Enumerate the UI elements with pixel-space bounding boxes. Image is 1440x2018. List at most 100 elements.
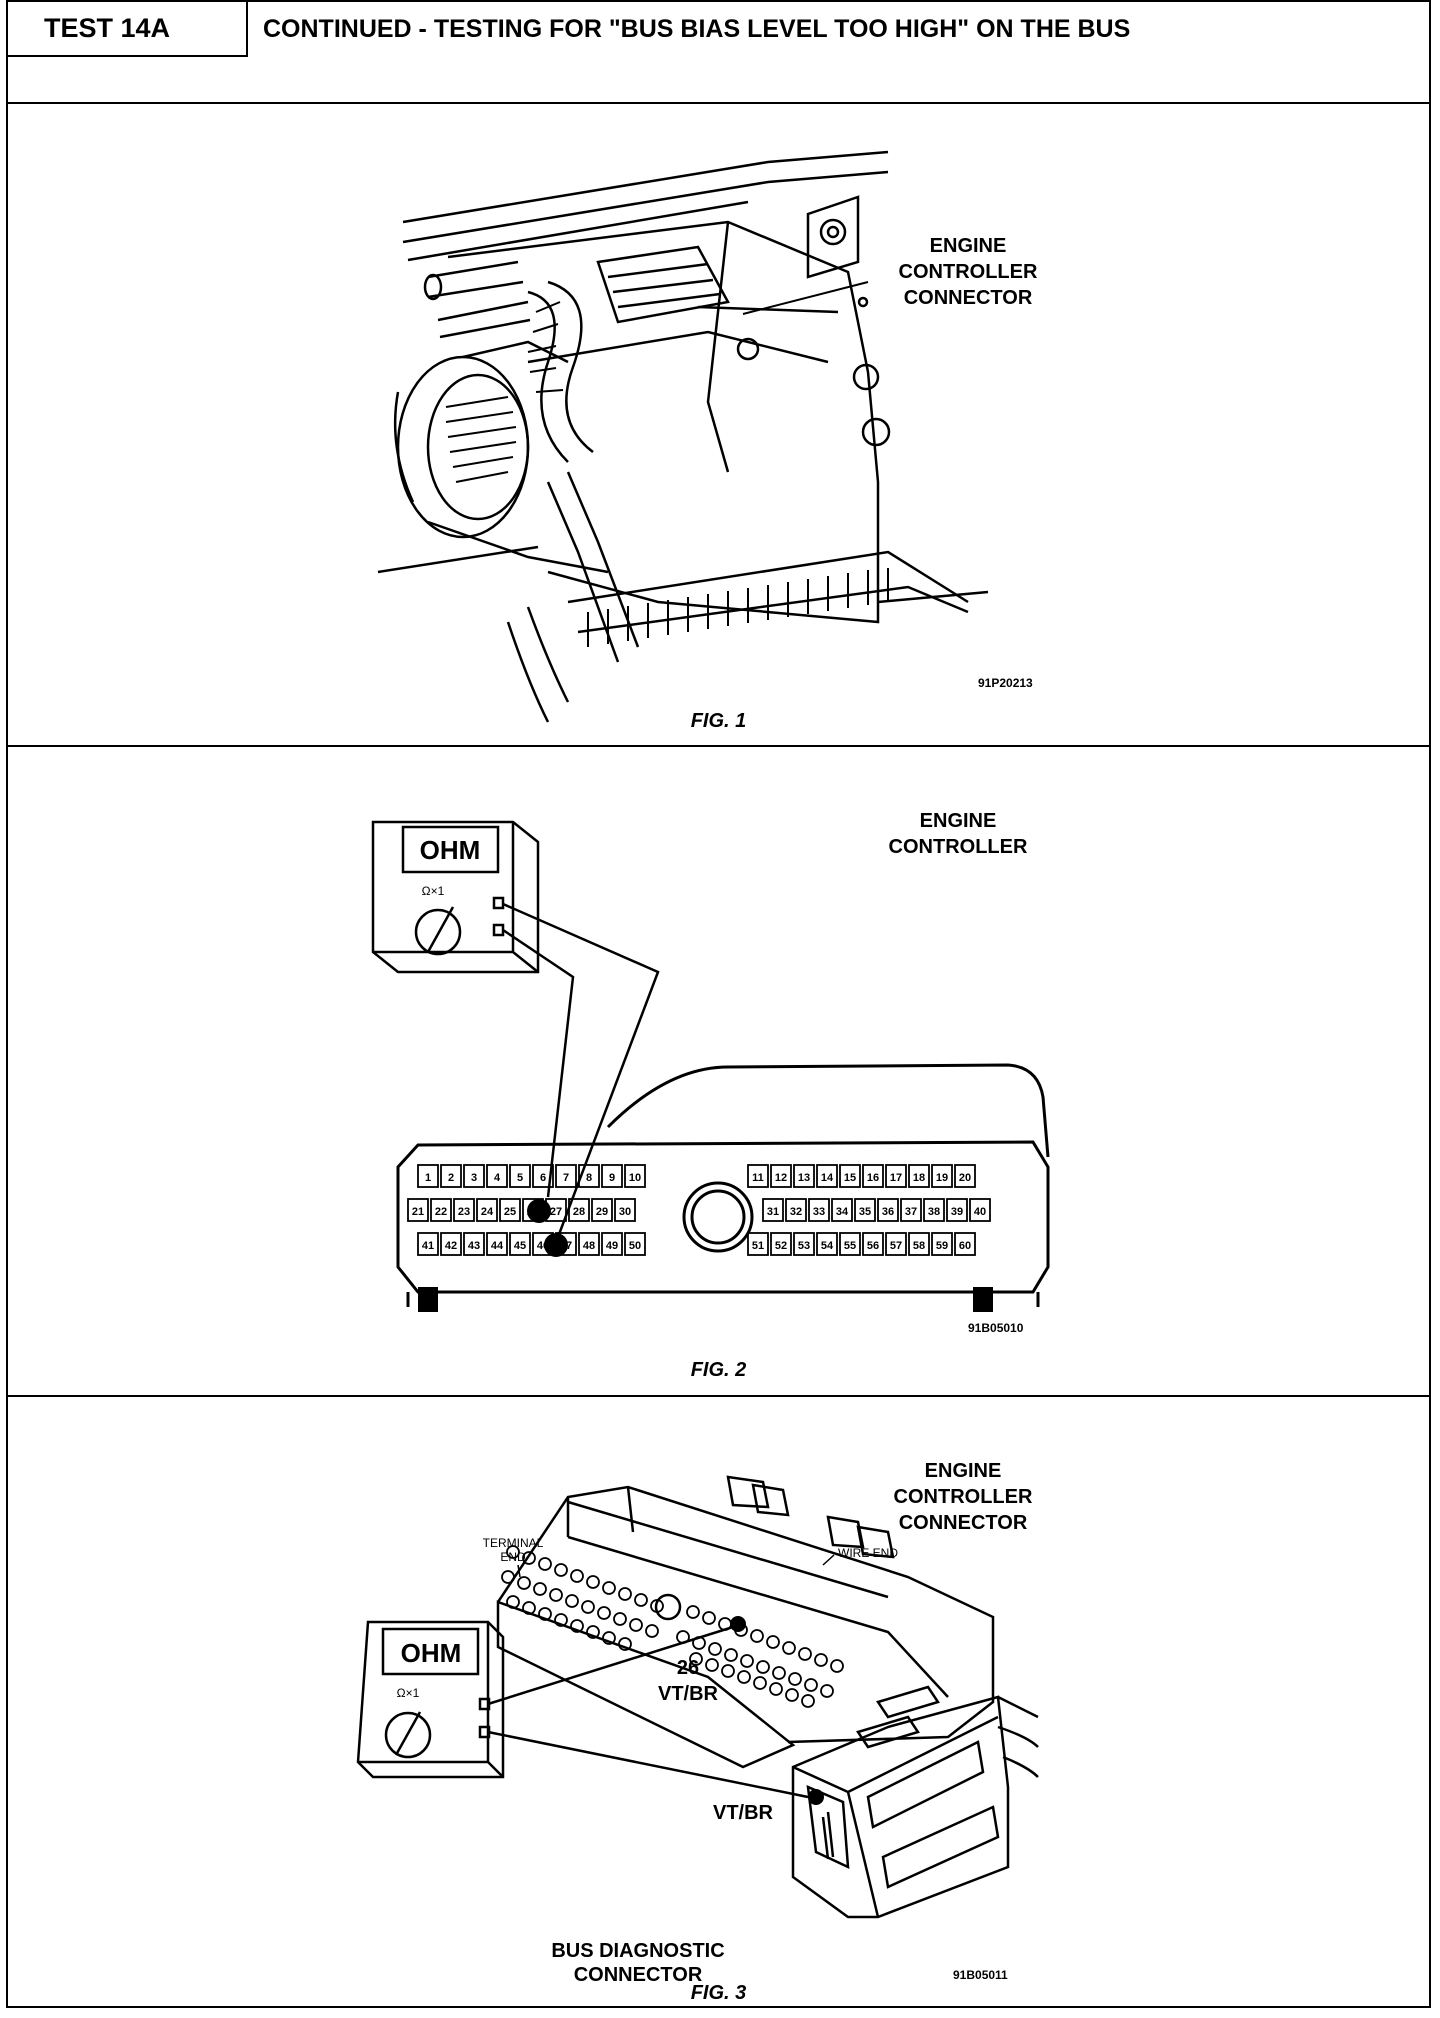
pin-number: 16 [867, 1172, 879, 1184]
pin-number: 10 [629, 1172, 641, 1184]
connector-pin [581, 1600, 595, 1614]
pin-number: 19 [936, 1172, 948, 1184]
figure-1-panel: ENGINE CONTROLLER CONNECTOR 91P20213 FIG… [8, 102, 1429, 747]
pin-number: 40 [974, 1206, 986, 1218]
pin-number: 14 [821, 1172, 834, 1184]
fig3-callout-line3: CONNECTOR [899, 1512, 1028, 1534]
pin-box [785, 1198, 807, 1222]
pin-box [532, 1164, 554, 1188]
connector-pin [686, 1605, 700, 1619]
pin-number: 17 [890, 1172, 902, 1184]
fig1-callout-line1: ENGINE [930, 235, 1007, 257]
pin-number: 4 [494, 1172, 501, 1184]
pin-box [555, 1164, 577, 1188]
connector-pin [820, 1684, 834, 1698]
pin-number: 55 [844, 1240, 856, 1252]
pin-box [931, 1164, 953, 1188]
pin-box [770, 1232, 792, 1256]
fig2-callout-line2: CONTROLLER [889, 836, 1028, 858]
terminal-end-label-line2: END [500, 1550, 526, 1564]
pin-number: 45 [514, 1240, 526, 1252]
fig3-code: 91B05011 [953, 1968, 1008, 1982]
pin-box [808, 1198, 830, 1222]
pin-number: 42 [445, 1240, 457, 1252]
connector-pin [549, 1588, 563, 1602]
pin-number: 7 [563, 1172, 569, 1184]
connector-pin [586, 1625, 600, 1639]
pin-number: 43 [468, 1240, 480, 1252]
connector-pin [570, 1619, 584, 1633]
connector-pin [740, 1654, 754, 1668]
pin-box [614, 1198, 636, 1222]
pin-box [509, 1232, 531, 1256]
connector-pin [629, 1618, 643, 1632]
diag-label-line2: CONNECTOR [574, 1964, 703, 1986]
pin-number: 56 [867, 1240, 879, 1252]
pin-number: 54 [821, 1240, 834, 1252]
fig3-meter-range: Ω×1 [397, 1686, 420, 1700]
engine-bay-illustration: ENGINE CONTROLLER CONNECTOR 91P20213 [377, 150, 1038, 723]
figure-3-panel: TERMINAL END WIRE END ENGINE CONTROLLER … [8, 1397, 1429, 2010]
connector-pin [750, 1629, 764, 1643]
connector-pin [801, 1694, 815, 1708]
connector-pin [830, 1659, 844, 1673]
pin-box [430, 1198, 452, 1222]
pin-box [908, 1232, 930, 1256]
page-header: TEST 14A CONTINUED - TESTING FOR "BUS BI… [8, 2, 1429, 104]
fig2-meter-range: Ω×1 [422, 884, 445, 898]
pin-26-number: 26 [677, 1657, 699, 1679]
connector-pin [753, 1676, 767, 1690]
diag-label-line1: BUS DIAGNOSTIC [551, 1940, 724, 1962]
wire-end-label: WIRE END [838, 1546, 898, 1560]
fig1-callout-line3: CONNECTOR [904, 287, 1033, 309]
pin-number: 28 [573, 1206, 585, 1218]
pin-box [486, 1164, 508, 1188]
pin-grid: 1234567891021222324252627282930414243444… [407, 1164, 991, 1256]
pin-number: 25 [504, 1206, 516, 1218]
connector-pin [705, 1658, 719, 1672]
pin-number: 22 [435, 1206, 447, 1218]
pin-number: 48 [583, 1240, 595, 1252]
diagnostic-connector-illustration: TERMINAL END WIRE END ENGINE CONTROLLER … [356, 1460, 1039, 1986]
pin-number: 31 [767, 1206, 779, 1218]
pin-number: 5 [517, 1172, 523, 1184]
pin-number: 27 [550, 1206, 562, 1218]
page-title: CONTINUED - TESTING FOR "BUS BIAS LEVEL … [263, 15, 1131, 43]
connector-pin [538, 1607, 552, 1621]
probe-point-diag [808, 1789, 824, 1805]
diag-wire-color: VT/BR [713, 1802, 774, 1824]
connector-pin [522, 1551, 536, 1565]
pin-box [417, 1232, 439, 1256]
pin-number: 33 [813, 1206, 825, 1218]
pin-box [816, 1164, 838, 1188]
pin-number: 36 [882, 1206, 894, 1218]
pin-number: 34 [836, 1206, 849, 1218]
pin-number: 37 [905, 1206, 917, 1218]
pin-box [885, 1232, 907, 1256]
pin-box [770, 1164, 792, 1188]
pin-number: 9 [609, 1172, 615, 1184]
pin-number: 60 [959, 1240, 971, 1252]
pin-number: 59 [936, 1240, 948, 1252]
pin-box [591, 1198, 613, 1222]
pin-box [816, 1232, 838, 1256]
pin-box [762, 1198, 784, 1222]
connector-pin [645, 1624, 659, 1638]
probe-point-46 [544, 1233, 568, 1257]
pin-box [908, 1164, 930, 1188]
connector-pin [798, 1647, 812, 1661]
pin-box [862, 1232, 884, 1256]
connector-pin [506, 1595, 520, 1609]
connector-pin [804, 1678, 818, 1692]
pin-number: 53 [798, 1240, 810, 1252]
pin-number: 58 [913, 1240, 925, 1252]
pin-box [486, 1232, 508, 1256]
connector-pin [533, 1582, 547, 1596]
fig1-callout-line2: CONTROLLER [899, 261, 1038, 283]
connector-pin [570, 1569, 584, 1583]
pin-box [923, 1198, 945, 1222]
pin-number: 24 [481, 1206, 494, 1218]
connector-pin [506, 1545, 520, 1559]
pin-box [954, 1164, 976, 1188]
pin-number: 8 [586, 1172, 592, 1184]
